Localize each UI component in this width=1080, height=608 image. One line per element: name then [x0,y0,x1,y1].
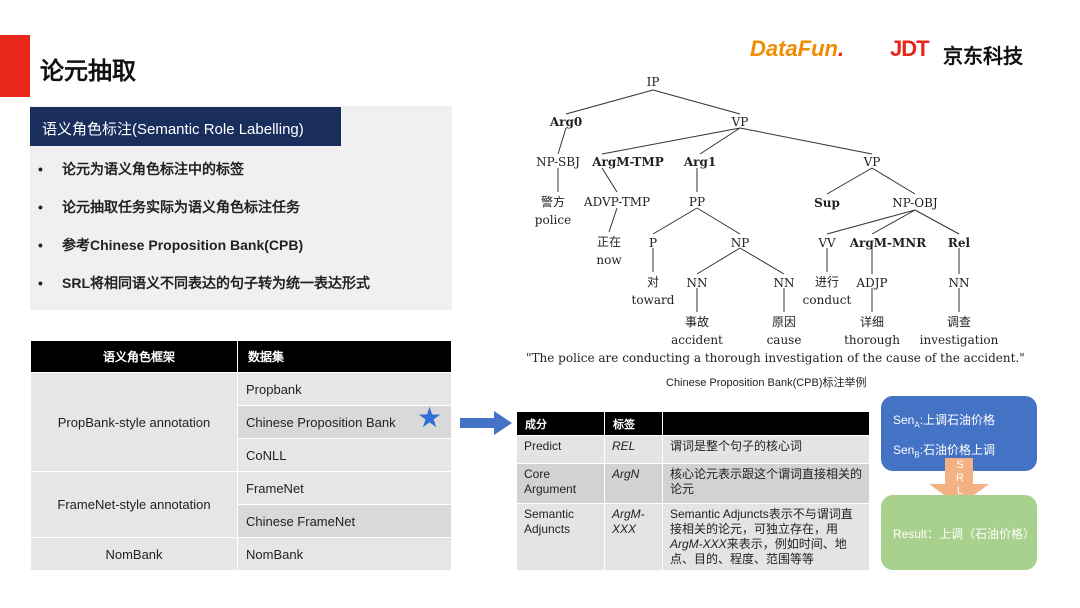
jdt-logo: JDT [890,36,930,61]
tree-node: toward [632,293,675,307]
dataset-cell: FrameNet [237,471,452,505]
sentence-b: SenB:石油价格上调 [893,443,996,460]
tree-node: VP [731,115,749,129]
table-row: PropBank-style annotation Propbank [30,372,452,472]
tree-node: 进行 [815,275,839,289]
dataset-cell: Chinese Proposition Bank [237,405,452,439]
title-accent-bar [0,35,30,97]
column-header: 标签 [604,411,663,436]
tree-node: 详细 [860,314,884,329]
bullet-item: •论元抽取任务实际为语义角色标注任务 [38,199,300,215]
column-header: 成分 [516,411,605,436]
framework-cell: FrameNet-style annotation [30,471,238,538]
tree-node: VV [817,236,836,250]
table-row: CoNLL [31,438,452,472]
table-header-row: 成分 标签 [516,411,870,436]
tree-node: NP [731,236,750,250]
bullet-item: •论元为语义角色标注中的标签 [38,161,244,177]
tree-node: 正在 [597,235,621,249]
tag-cell: ArgM-XXX [604,503,663,571]
tree-node: 警方 [541,194,565,209]
description-cell: 谓词是整个句子的核心词 [662,435,870,464]
tree-node: Sup [814,196,840,210]
sentence-a: SenA:上调石油价格 [893,413,996,430]
tree-node: PP [689,195,705,209]
table-row: NomBank NomBank [30,537,452,571]
star-icon: ★ [417,402,443,433]
framework-cell: PropBank-style annotation [30,372,238,472]
tree-node: NN [687,276,708,290]
sentence-box: SenA:上调石油价格 SenB:石油价格上调 [881,396,1037,471]
framework-cell: NomBank [30,537,238,571]
component-cell: Core Argument [516,463,605,504]
tree-node: 对 [647,275,659,289]
tree-node: conduct [803,293,852,307]
description-cell: 核心论元表示跟这个谓词直接相关的论元 [662,463,870,504]
tree-node: thorough [844,333,900,347]
tree-node: now [596,253,622,267]
table-row: Chinese Proposition Bank [31,405,452,439]
tree-node: 原因 [772,315,796,329]
bullet-item: •SRL将相同语义不同表达的句子转为统一表达形式 [38,275,370,291]
tree-node: ArgM-MNR [849,236,928,250]
example-sentence: "The police are conducting a thorough in… [526,351,1025,365]
tree-node: NP-OBJ [892,196,938,210]
table-row: Semantic Adjuncts ArgM-XXX Semantic Adju… [516,503,870,571]
tree-node: IP [647,75,660,89]
arrow-down-icon [929,458,989,506]
tree-node: Rel [948,236,971,250]
tree-node: cause [767,333,802,347]
tree-node: ArgM-TMP [591,155,664,169]
tree-node: ADVP-TMP [583,195,650,209]
role-table: 成分 标签 Predict REL 谓词是整个句子的核心词 Core Argum… [516,411,870,571]
table-row: Predict REL 谓词是整个句子的核心词 [516,435,870,464]
tree-node: police [535,213,571,227]
table-row: FrameNet-style annotation FrameNet [30,471,452,538]
result-text: Result：上调（石油价格） [893,527,1036,541]
tag-cell: REL [604,435,663,464]
tree-node: NN [949,276,970,290]
tree-node: NN [774,276,795,290]
column-header: 数据集 [237,340,452,373]
tree-node: Arg1 [683,155,716,169]
description-cell: Semantic Adjuncts表示不与谓词直接相关的论元，可独立存在，用Ar… [662,503,870,571]
tree-node: accident [671,333,723,347]
dataset-cell: Propbank [237,372,452,406]
jd-tech-logo-text: 京东科技 [943,46,1023,68]
component-cell: Predict [516,435,605,464]
column-header [662,411,870,436]
component-cell: Semantic Adjuncts [516,503,605,571]
framework-table: 语义角色框架 数据集 PropBank-style annotation Pro… [30,340,452,571]
datafun-logo: DataFun. [750,36,845,61]
tree-node: investigation [920,333,999,347]
arrow-right-icon [460,411,512,435]
tree-node: VP [863,155,881,169]
bullet-item: •参考Chinese Proposition Bank(CPB) [38,237,304,253]
table-header-row: 语义角色框架 数据集 [30,340,452,373]
tree-node: NP-SBJ [536,155,580,169]
dataset-cell: Chinese FrameNet [237,504,452,538]
figure-caption: Chinese Proposition Bank(CPB)标注举例 [666,377,867,389]
cpb-parse-tree: IP Arg0 VP NP-SBJ ArgM-TMP Arg1 VP 警方 po… [526,75,1025,365]
table-row: Chinese FrameNet [31,504,452,538]
table-row: Core Argument ArgN 核心论元表示跟这个谓词直接相关的论元 [516,463,870,504]
tree-node: P [649,236,657,250]
dataset-cell: NomBank [237,537,452,571]
dataset-cell: CoNLL [237,438,452,472]
tree-node: ADJP [855,276,887,290]
column-header: 语义角色框架 [30,340,238,373]
page-title: 论元抽取 [40,58,136,85]
result-box: Result：上调（石油价格） [881,495,1037,570]
tree-node: 调查 [947,315,971,329]
tree-node: 事故 [685,314,709,329]
tree-node: Arg0 [549,115,582,129]
srl-header: 语义角色标注(Semantic Role Labelling) [30,107,341,146]
tag-cell: ArgN [604,463,663,504]
